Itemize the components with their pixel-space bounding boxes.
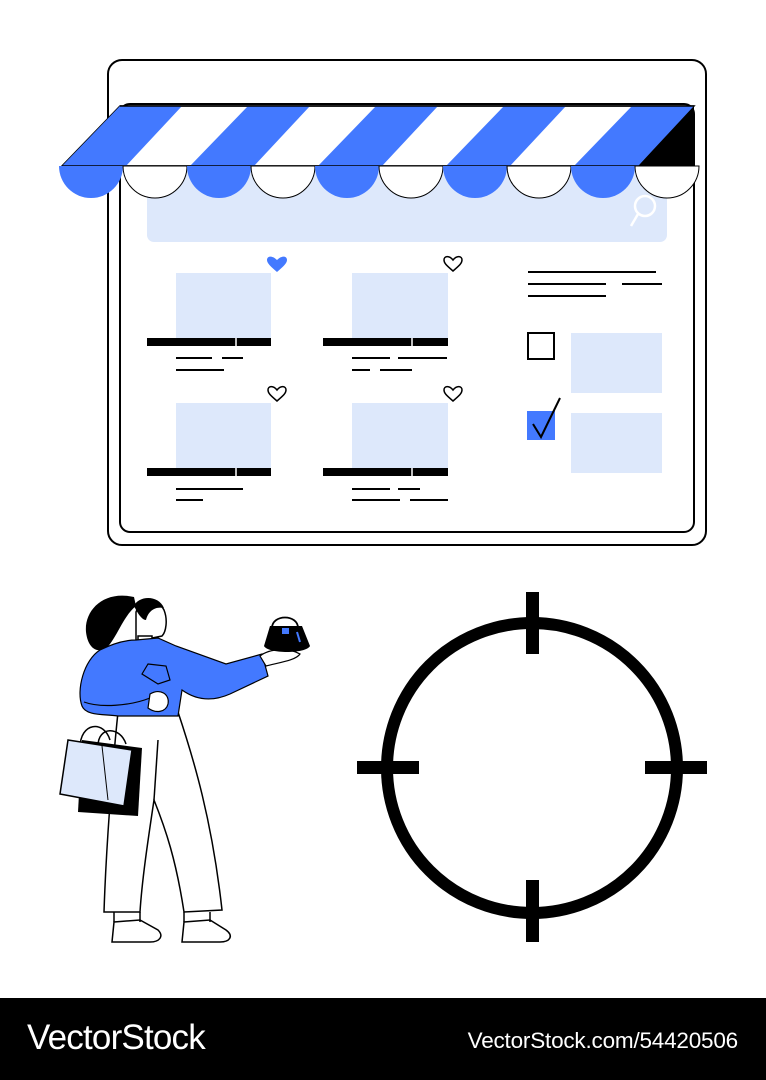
- product-title-bar: [323, 338, 448, 346]
- heart-icon[interactable]: [443, 385, 463, 402]
- stock-id-text: VectorStock.com/54420506: [467, 1028, 739, 1053]
- filter-swatch: [571, 413, 662, 473]
- awning-scallop: [378, 165, 444, 199]
- heart-icon[interactable]: [267, 385, 287, 402]
- product-image: [176, 273, 271, 339]
- awning-scallop: [59, 166, 123, 198]
- awning-stripe: [318, 106, 438, 166]
- illustration: [59, 59, 707, 943]
- awning-stripe: [446, 106, 566, 166]
- filter-option[interactable]: [527, 332, 662, 393]
- awning-scallop: [571, 166, 635, 198]
- awning-stripe: [190, 106, 310, 166]
- awning-scallop: [250, 165, 316, 199]
- product-title-bar: [147, 338, 271, 346]
- product-grid: [147, 255, 463, 501]
- product-card[interactable]: [147, 385, 287, 501]
- checkbox-icon[interactable]: [527, 332, 555, 360]
- shopping-bag-icon: [59, 725, 142, 816]
- awning-scallop: [187, 166, 251, 198]
- product-image: [352, 403, 448, 469]
- filter-panel: [527, 271, 662, 473]
- heart-icon[interactable]: [267, 256, 287, 272]
- product-image: [352, 273, 448, 339]
- awning-stripe: [62, 106, 182, 166]
- awning-scallop: [634, 165, 700, 199]
- handbag-icon: [264, 616, 310, 652]
- product-image: [176, 403, 271, 469]
- product-card[interactable]: [323, 255, 463, 371]
- awning-stripe: [574, 106, 694, 166]
- product-card[interactable]: [147, 256, 287, 371]
- awning-scallop: [506, 165, 572, 199]
- awning: [59, 105, 700, 199]
- search-icon[interactable]: [629, 194, 657, 227]
- awning-scallop: [315, 166, 379, 198]
- footer-bar: VectorStock VectorStock.com/54420506: [0, 998, 766, 1080]
- filter-heading-lines: [528, 271, 662, 297]
- product-card[interactable]: [323, 385, 463, 501]
- filter-swatch: [571, 333, 662, 393]
- heart-icon[interactable]: [443, 255, 463, 272]
- crosshair-icon: [357, 592, 707, 942]
- awning-scallop: [443, 166, 507, 198]
- filter-option-checked[interactable]: [527, 397, 662, 473]
- brand-logo-text[interactable]: VectorStock: [27, 1018, 206, 1057]
- awning-scallop: [122, 165, 188, 199]
- product-title-bar: [323, 468, 448, 476]
- checkmark-icon: [532, 397, 561, 440]
- product-title-bar: [147, 468, 271, 476]
